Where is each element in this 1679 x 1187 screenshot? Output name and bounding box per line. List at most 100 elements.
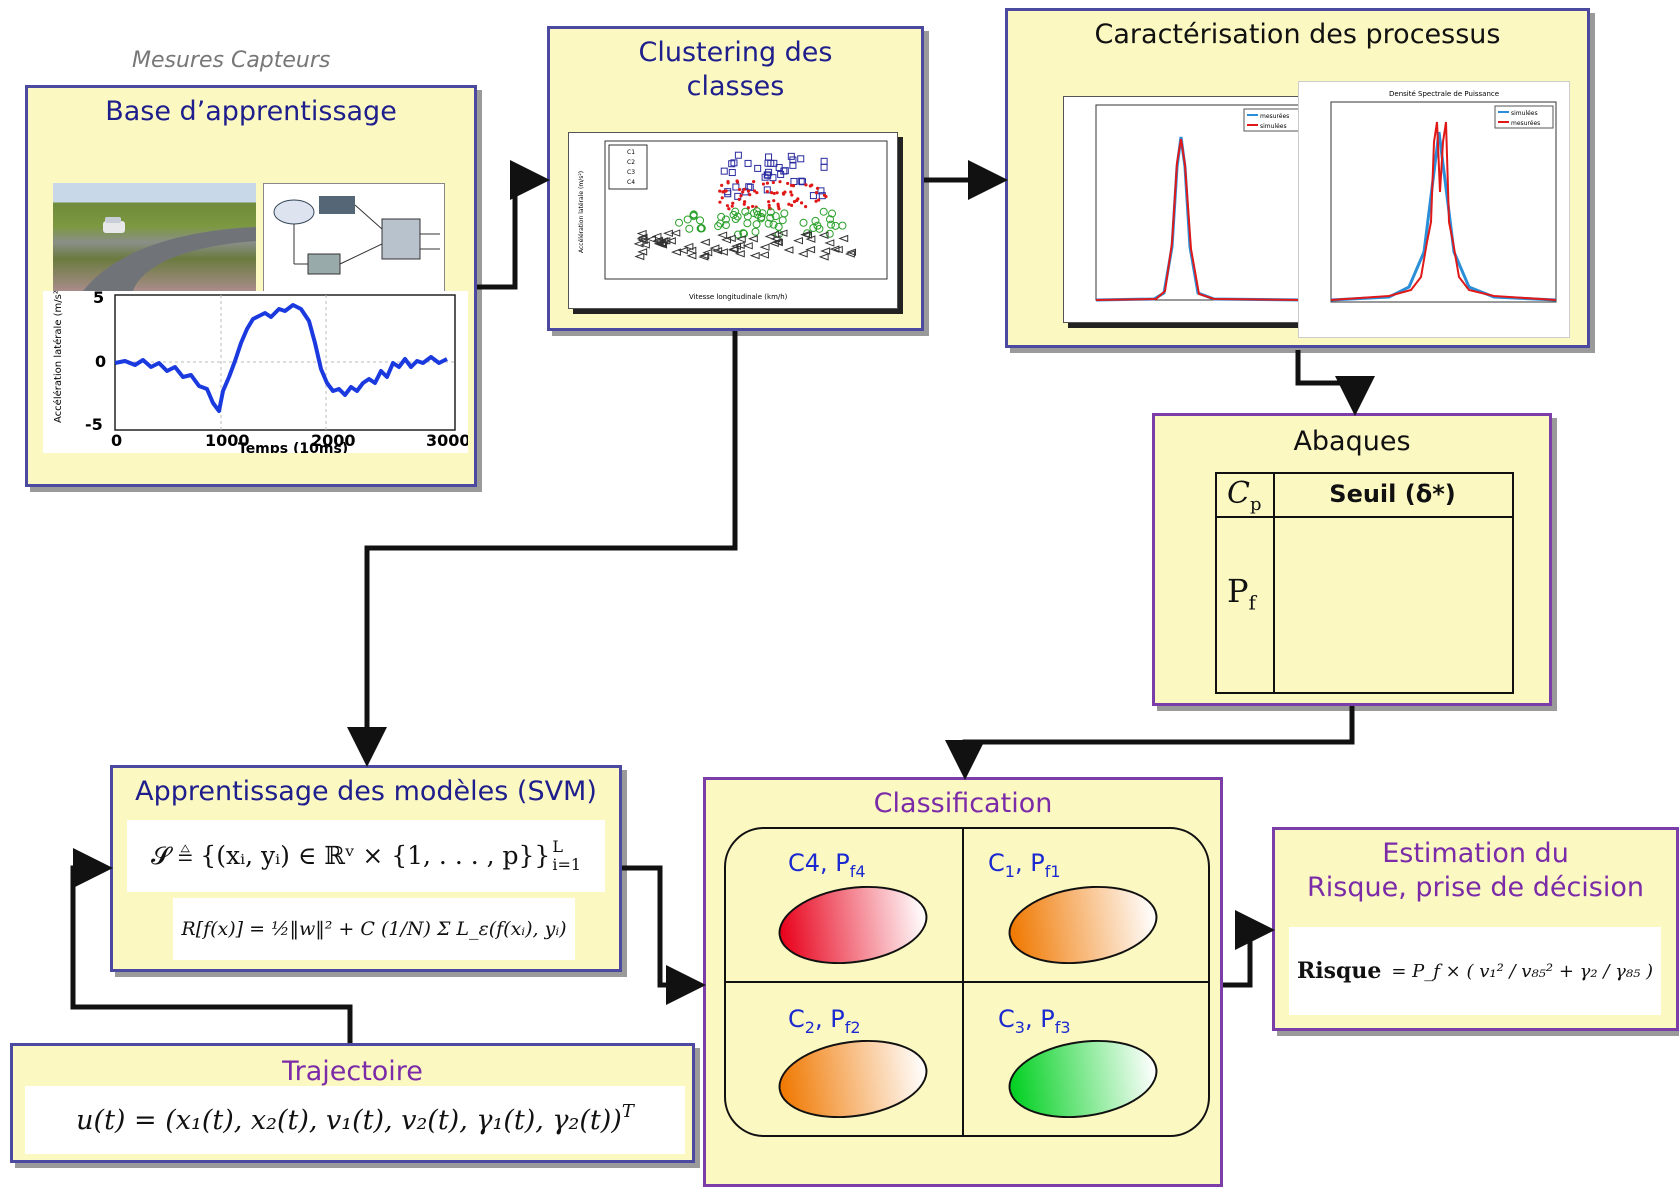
scatter-point-group-2 [718, 189, 722, 193]
scatter-point-group-3 [831, 221, 840, 230]
scatter-point-group-3 [819, 207, 828, 216]
risk-title-line2: Risque, prise de décision [1307, 872, 1644, 903]
scatter-point-group-4 [656, 240, 667, 248]
scatter-legend-c1: C1 [627, 149, 635, 156]
scatter-point-group-2 [746, 189, 751, 193]
scatter-point-group-1 [724, 190, 732, 198]
scatter-point-group-4 [793, 236, 803, 245]
scatter-point-group-2 [752, 180, 756, 184]
scatter-point-group-2 [737, 187, 742, 192]
scatter-point-group-4 [759, 243, 770, 251]
class-c2-label: C2, Pf2 [788, 1005, 861, 1037]
scatter-point-group-2 [767, 200, 771, 204]
scatter-point-group-3 [825, 229, 834, 238]
scatter-point-group-1 [744, 159, 752, 167]
scatter-point-group-4 [634, 252, 645, 261]
accel-xtick-2000: 2000 [311, 431, 356, 450]
risk-estimation-box: Estimation du Risque, prise de décision … [1272, 827, 1679, 1031]
scatter-point-group-4 [770, 235, 781, 243]
scatter-point-group-4 [717, 231, 728, 239]
scatter-point-group-1 [789, 156, 797, 164]
scatter-point-group-2 [741, 190, 745, 194]
sensor-schematic [263, 183, 445, 293]
scatter-point-group-4 [731, 242, 741, 250]
density2-title: Densité Spectrale de Puissance [1389, 90, 1499, 98]
scatter-point-group-4 [633, 240, 644, 248]
scatter-point-group-1 [720, 167, 728, 175]
scatter-point-group-1 [790, 177, 798, 185]
trajectory-box: Trajectoire u(t) = (x₁(t), x₂(t), v₁(t),… [10, 1043, 695, 1163]
scatter-point-group-3 [778, 216, 787, 225]
scatter-legend-c3: C3 [627, 169, 635, 176]
arrow-base-to-clustering [477, 160, 550, 290]
scatter-point-group-1 [789, 161, 797, 169]
class-c1-label: C1, Pf1 [988, 849, 1061, 881]
scatter-point-group-3 [729, 210, 738, 219]
scatter-point-group-4 [818, 231, 829, 239]
scatter-point-group-2 [804, 205, 808, 209]
scatter-point-group-2 [808, 184, 812, 188]
scatter-point-group-3 [733, 230, 742, 239]
scatter-point-group-4 [749, 251, 760, 260]
scatter-point-group-2 [767, 203, 771, 208]
scatter-legend-c2: C2 [627, 159, 635, 166]
scatter-point-group-3 [758, 209, 767, 218]
scatter-point-group-2 [786, 181, 790, 186]
density1-curve-simulated [1095, 138, 1307, 301]
scatter-point-group-4 [646, 235, 656, 243]
abacus-row-pf: Pf [1227, 572, 1256, 615]
scatter-point-group-2 [769, 191, 774, 195]
svm-formula-1-sub: i=1 [552, 855, 582, 874]
scatter-point-group-4 [698, 253, 709, 261]
scatter-point-group-3 [811, 216, 820, 225]
svm-title: Apprentissage des modèles (SVM) [135, 776, 597, 807]
accel-xlabel: Temps (10ms) [238, 441, 348, 453]
scatter-point-group-4 [709, 244, 720, 252]
scatter-point-group-1 [728, 169, 736, 177]
scatter-point-group-4 [727, 246, 738, 254]
svm-formula-2-text: R[f(x)] = ½‖w‖² + C (1/N) Σ L_ε(f(xᵢ), y… [181, 918, 567, 940]
scatter-point-group-3 [771, 212, 780, 221]
learning-base-box: Base d’apprentissage 5 [25, 85, 477, 487]
scatter-point-group-3 [838, 221, 847, 230]
scatter-point-group-3 [685, 224, 694, 233]
scatter-point-group-3 [766, 213, 775, 222]
density1-curve-measured [1095, 136, 1307, 302]
scatter-point-group-3 [741, 207, 750, 216]
scatter-point-group-3 [739, 229, 748, 238]
sensor-measurements-caption: Mesures Capteurs [132, 48, 331, 73]
svm-formula-1: 𝓢 ≜ {(xᵢ, yᵢ) ∈ ℝᵛ × {1, . . . , p}} L i… [127, 820, 605, 892]
accel-ytick-top: 5 [93, 291, 104, 307]
scatter-xlabel: Vitesse longitudinale (km/h) [689, 293, 788, 301]
scatter-point-group-3 [683, 215, 692, 224]
scatter-point-group-4 [846, 248, 857, 256]
risk-formula-text: = P_f × ( v₁² / v₈₅² + γ₂ / γ₈₅ ) [1391, 960, 1654, 982]
scatter-point-group-4 [651, 232, 662, 241]
scatter-point-group-2 [814, 199, 818, 203]
clustering-title-line1: Clustering des [638, 37, 833, 68]
accel-xtick-0: 0 [111, 431, 122, 450]
abacus-header-threshold: Seuil (δ*) [1329, 480, 1456, 508]
trajectory-formula: u(t) = (x₁(t), x₂(t), v₁(t), v₂(t), γ₁(t… [25, 1086, 685, 1154]
scatter-point-group-3 [828, 209, 837, 218]
svm-formula-2: R[f(x)] = ½‖w‖² + C (1/N) Σ L_ε(f(xᵢ), y… [173, 898, 575, 960]
learning-base-title: Base d’apprentissage [105, 96, 397, 127]
scatter-point-group-4 [717, 248, 728, 256]
scatter-point-group-4 [759, 251, 769, 259]
scatter-point-group-2 [799, 201, 804, 205]
cluster-scatter-plot: C1 C2 C3 C4 Vitesse longitudinale (km/h)… [568, 132, 898, 309]
scatter-point-group-2 [743, 200, 747, 204]
scatter-point-group-1 [732, 183, 740, 191]
scatter-point-group-1 [817, 187, 825, 195]
scatter-point-group-3 [826, 215, 835, 224]
scatter-point-group-2 [718, 200, 722, 204]
scatter-point-group-4 [797, 250, 808, 258]
scatter-point-group-2 [772, 191, 776, 196]
scatter-point-group-2 [772, 199, 776, 203]
risk-title-line1: Estimation du [1382, 838, 1569, 869]
arrow-characterization-to-abacus [1295, 350, 1375, 416]
road-photo [53, 183, 256, 291]
scatter-point-group-4 [747, 235, 758, 243]
scatter-point-group-4 [683, 242, 694, 251]
scatter-point-group-4 [699, 252, 710, 260]
